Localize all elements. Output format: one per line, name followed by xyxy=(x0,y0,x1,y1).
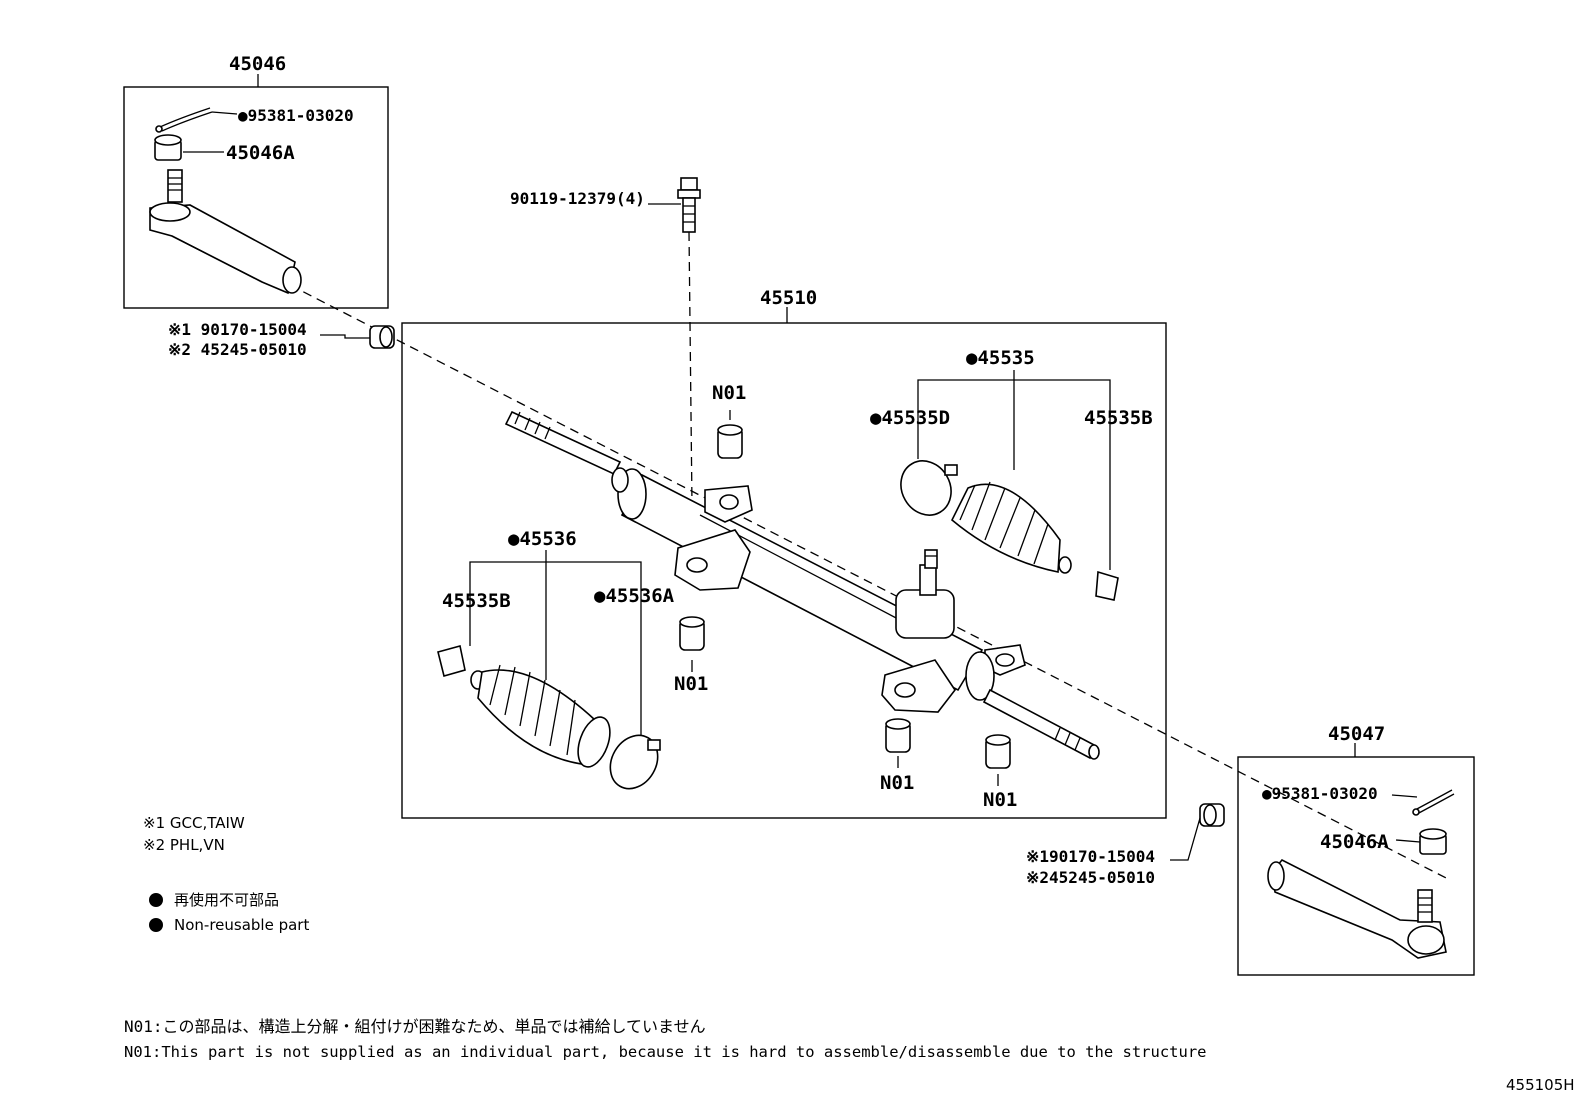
label-n01-top: N01 xyxy=(712,382,746,404)
filled-circle-icon xyxy=(149,918,163,932)
clip-lh-icon xyxy=(437,645,466,677)
center-axis-line xyxy=(289,284,1451,881)
rack-assembly-box xyxy=(401,322,1167,819)
clamp-lh-icon xyxy=(609,734,661,790)
label-boot-kit-rh: ●45535 xyxy=(966,347,1035,369)
legend-bullet-en: Non-reusable part xyxy=(174,916,309,934)
grommet-n01-lh-icon xyxy=(679,616,705,672)
label-clip-rh: 45535B xyxy=(1084,407,1153,429)
label-cotter-pin-rh: ●95381-03020 xyxy=(1262,784,1378,803)
label-n01-mid: N01 xyxy=(880,772,914,794)
label-n01-lh: N01 xyxy=(674,673,708,695)
label-45046: 45046 xyxy=(229,53,286,75)
bolt-icon xyxy=(648,177,701,233)
boot-kit-lh-leaders xyxy=(469,550,642,738)
grommet-n01-top-icon xyxy=(717,410,743,459)
filled-circle-icon xyxy=(149,893,163,907)
legend-market1: ※1 GCC,TAIW xyxy=(143,814,245,832)
legend-market2: ※2 PHL,VN xyxy=(143,836,225,854)
note-jp: N01:この部品は、構造上分解・組付けが困難なため、単品では補給していません xyxy=(124,1017,706,1036)
bolt-axis-line xyxy=(688,231,693,506)
tie-rod-end-rh-icon xyxy=(1267,858,1447,959)
boot-lh-icon xyxy=(470,664,611,768)
label-bolt: 90119-12379(4) xyxy=(510,189,645,208)
label-nut-rh: 45046A xyxy=(1320,831,1389,853)
label-clamp-lh: ●45536A xyxy=(594,585,675,607)
label-clip-lh: 45535B xyxy=(442,590,511,612)
bushing-rh-icon xyxy=(1170,803,1225,861)
label-clamp-rh: ●45535D xyxy=(870,407,950,429)
clamp-rh-icon xyxy=(900,460,958,516)
tie-rod-end-lh-icon xyxy=(149,169,302,295)
bushing-lh-icon xyxy=(320,325,395,349)
rack-housing-icon xyxy=(504,410,1100,760)
grommet-n01-mid-icon xyxy=(885,718,911,768)
boot-kit-rh-leaders xyxy=(917,370,1111,570)
clip-rh-icon xyxy=(1095,570,1119,601)
label-ref1-rh: ※190170-15004 xyxy=(1026,847,1155,866)
tie-rod-end-lh-box xyxy=(123,86,389,309)
label-ref2-rh: ※245245-05010 xyxy=(1026,868,1155,887)
boot-rh-icon xyxy=(951,481,1072,574)
tie-rod-end-rh-box xyxy=(1237,756,1475,976)
label-45047: 45047 xyxy=(1328,723,1385,745)
legend-bullet-jp: 再使用不可部品 xyxy=(174,891,279,909)
label-nut-lh: 45046A xyxy=(226,142,295,164)
castle-nut-rh-icon xyxy=(1395,828,1447,855)
castle-nut-lh-icon xyxy=(154,134,224,161)
cotter-pin-rh-icon xyxy=(1391,789,1455,816)
label-n01-rh: N01 xyxy=(983,789,1017,811)
label-ref2-lh: ※2 45245-05010 xyxy=(168,340,307,359)
cotter-pin-lh-icon xyxy=(155,107,238,133)
label-ref1-lh: ※1 90170-15004 xyxy=(168,320,307,339)
grommet-n01-rh-icon xyxy=(985,734,1011,786)
label-cotter-pin-lh: ●95381-03020 xyxy=(238,106,354,125)
label-boot-kit-lh: ●45536 xyxy=(508,528,577,550)
label-45510: 45510 xyxy=(760,287,817,309)
diagram-code: 455105H xyxy=(1506,1076,1575,1094)
note-en: N01:This part is not supplied as an indi… xyxy=(124,1043,1207,1061)
